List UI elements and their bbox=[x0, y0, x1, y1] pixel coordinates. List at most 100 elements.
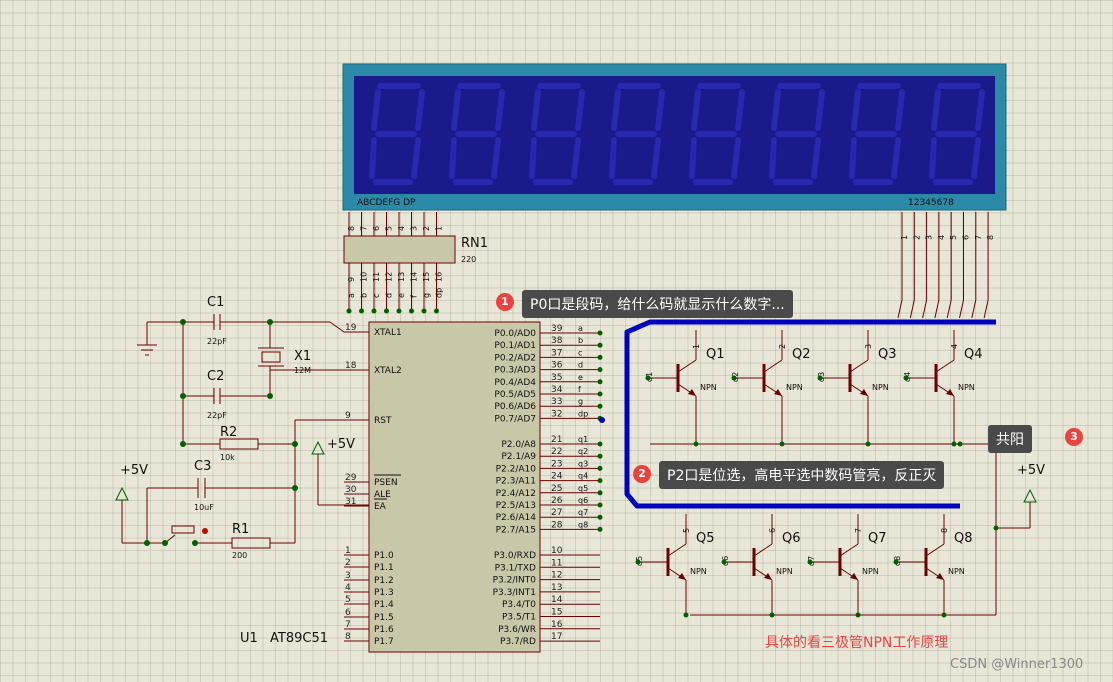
mcu-net-label: e bbox=[578, 373, 583, 382]
mcu-right-pin-name: P2.1/A9 bbox=[501, 452, 536, 462]
transistor-q6[interactable]: 6q6Q6NPN bbox=[721, 514, 801, 596]
seven-seg-display[interactable]: ABCDEFG DP 12345678 bbox=[342, 63, 1007, 211]
mcu-right-pin-num: 33 bbox=[551, 397, 562, 407]
mcu-left-pin-num: 9 bbox=[345, 411, 351, 421]
r2-name: R2 bbox=[220, 425, 237, 440]
transistor-pin: 7 bbox=[854, 528, 863, 533]
mcu-net-label: c bbox=[578, 348, 582, 357]
transistor-type: NPN bbox=[948, 567, 965, 576]
note1-callout: P0口是段码，给什么码就显示什么数字... bbox=[522, 290, 793, 318]
rn1-junction bbox=[371, 308, 377, 314]
rn1-bottom-net: b bbox=[360, 293, 369, 298]
transistor-pin: 8 bbox=[940, 528, 949, 533]
vcc-junction bbox=[993, 525, 999, 531]
transistor-q7[interactable]: 7q7Q7NPN bbox=[807, 514, 887, 596]
mcu-right-pin-name: P2.4/A12 bbox=[496, 489, 536, 499]
rn1-bottom-num: 11 bbox=[372, 272, 381, 282]
mcu-left-pin-num: 19 bbox=[345, 323, 357, 333]
base-junction bbox=[807, 559, 813, 565]
digit-4 bbox=[609, 83, 665, 185]
mcu-right-pin-num: 26 bbox=[551, 496, 563, 506]
mcu-left-pin-num: 29 bbox=[345, 473, 357, 483]
mcu-right-pin-num: 23 bbox=[551, 459, 562, 469]
transistor-name: Q1 bbox=[706, 347, 725, 362]
rn1-bottom-net: g bbox=[422, 293, 431, 298]
mcu-right-pin-name: P3.4/T0 bbox=[502, 600, 536, 610]
rn1-top-pin: 6 bbox=[372, 226, 381, 231]
emitter-junction bbox=[683, 612, 689, 618]
transistor-name: Q2 bbox=[792, 347, 811, 362]
base-junction bbox=[731, 375, 737, 381]
digit-3 bbox=[529, 83, 585, 185]
transistor-name: Q8 bbox=[954, 531, 973, 546]
digit-pin-label: 5 bbox=[949, 235, 958, 240]
transistor-q8[interactable]: 8q8Q8NPN bbox=[893, 514, 973, 596]
oscillator-reset-circuit bbox=[121, 314, 369, 549]
segments-label: ABCDEFG DP bbox=[357, 198, 416, 208]
rn1-bottom-net: f bbox=[410, 295, 419, 298]
mcu-left-pin-name: P1.3 bbox=[374, 588, 394, 598]
r2-value: 10k bbox=[220, 453, 235, 462]
transistor-pin: 5 bbox=[682, 528, 691, 533]
rn1-body bbox=[343, 235, 456, 264]
transistor-q2[interactable]: 2q2Q2NPN bbox=[731, 330, 811, 412]
x1-name: X1 bbox=[294, 349, 311, 364]
transistor-type: NPN bbox=[872, 383, 889, 392]
transistor-pin: 4 bbox=[950, 344, 959, 349]
mcu-right-pin-name: P2.7/A15 bbox=[496, 525, 536, 535]
mcu-net-junction bbox=[597, 354, 603, 360]
button-dot bbox=[202, 528, 208, 534]
mcu-net-label: q8 bbox=[578, 520, 588, 529]
mcu-right-pin-num: 21 bbox=[551, 435, 562, 445]
mcu-right-pin-num: 15 bbox=[551, 608, 562, 618]
rn1-junction bbox=[346, 308, 352, 314]
mcu-net-junction bbox=[597, 490, 603, 496]
c3-value: 10uF bbox=[194, 503, 214, 512]
rn1-bottom-num: 13 bbox=[397, 272, 406, 282]
mcu-right-pin-num: 22 bbox=[551, 447, 562, 457]
mcu-net-junction bbox=[597, 379, 603, 385]
mcu-net-label: q3 bbox=[578, 459, 588, 468]
mcu-left-pin-name: XTAL2 bbox=[374, 366, 402, 376]
digit-pin-label: 8 bbox=[986, 235, 995, 240]
transistor-name: Q5 bbox=[696, 531, 715, 546]
c2-value: 22pF bbox=[207, 411, 227, 420]
mcu-left-pin-num: 8 bbox=[345, 632, 351, 642]
rn1-bottom-net: a bbox=[347, 293, 356, 298]
mcu-left-pin-num: 4 bbox=[345, 583, 351, 593]
mcu-right-pin-num: 39 bbox=[551, 324, 563, 334]
mcu-right-pin-name: P2.0/A8 bbox=[501, 440, 536, 450]
base-junction bbox=[903, 375, 909, 381]
note2-callout: P2口是位选，高电平选中数码管亮，反正灭 bbox=[659, 461, 945, 489]
mcu-left-pin-name: P1.4 bbox=[374, 600, 394, 610]
c3-name: C3 bbox=[194, 459, 211, 474]
mcu-right-pin-name: P0.6/AD6 bbox=[494, 402, 536, 412]
mcu-net-label: q4 bbox=[578, 472, 588, 481]
mcu-right-pin-name: P3.7/RD bbox=[500, 637, 536, 647]
mcu-ref: U1 bbox=[240, 631, 258, 646]
transistor-q5[interactable]: 5q5Q5NPN bbox=[635, 514, 715, 596]
mcu-right-pin-num: 16 bbox=[551, 620, 563, 630]
mcu-right-pin-num: 32 bbox=[551, 409, 562, 419]
mcu-left-pin-name: P1.6 bbox=[374, 625, 394, 635]
mcu-left-pin-num: 2 bbox=[345, 558, 351, 568]
transistor-q1[interactable]: 1q1Q1NPN bbox=[645, 330, 725, 412]
digit-2 bbox=[449, 83, 505, 185]
mcu-left-pin-name: P1.2 bbox=[374, 576, 394, 586]
digit-8 bbox=[929, 83, 985, 185]
transistor-q4[interactable]: 4q4Q4NPN bbox=[903, 330, 983, 412]
mcu-net-label: q1 bbox=[578, 435, 588, 444]
mcu-right-pin-num: 35 bbox=[551, 373, 562, 383]
emitter-junction bbox=[693, 441, 699, 447]
transistor-pin: 6 bbox=[768, 528, 777, 533]
rn1-value: 220 bbox=[461, 255, 476, 264]
transistor-q3[interactable]: 3q3Q3NPN bbox=[817, 330, 897, 412]
transistor-pin: 3 bbox=[864, 344, 873, 349]
emitter-junction bbox=[941, 612, 947, 618]
mcu-right-pin-num: 27 bbox=[551, 508, 562, 518]
transistor-type: NPN bbox=[786, 383, 803, 392]
junctions-left bbox=[144, 319, 298, 546]
